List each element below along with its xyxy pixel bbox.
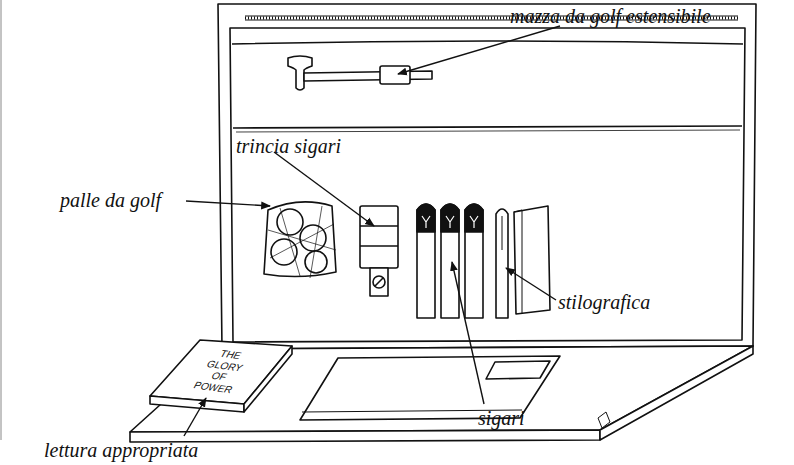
cigar-band xyxy=(422,216,478,228)
lid-outline xyxy=(218,4,756,349)
pocket-flap xyxy=(232,41,743,44)
holder-fold xyxy=(514,210,522,314)
card-holder xyxy=(514,206,550,314)
lid-panel xyxy=(230,28,745,342)
golf-club xyxy=(288,56,432,90)
pen-body xyxy=(496,209,508,318)
part-label: palle da golf xyxy=(60,190,161,210)
pen-clip xyxy=(502,216,503,250)
page-edge xyxy=(1,0,2,440)
case-base xyxy=(130,346,753,442)
club-shaft xyxy=(304,71,432,81)
book-title: THE GLORY OF POWER xyxy=(187,346,258,396)
golf-ball xyxy=(277,209,303,235)
cutter-screw xyxy=(373,276,385,288)
part-label: mazza da golf estensibile xyxy=(510,6,711,26)
club-sleeve xyxy=(380,66,410,84)
holder-front xyxy=(514,206,550,314)
book-pages xyxy=(150,396,244,412)
cutter-blade xyxy=(360,225,398,227)
leader-line xyxy=(184,398,206,436)
leader-line xyxy=(398,26,560,74)
leader-line xyxy=(452,262,484,404)
cutter-blade xyxy=(360,245,398,247)
book xyxy=(150,340,292,412)
part-label: sigari xyxy=(478,408,525,428)
pocket-edge xyxy=(236,130,740,132)
cutter-body xyxy=(360,206,398,268)
cigars xyxy=(417,204,483,318)
base-top xyxy=(130,346,753,432)
golf-ball xyxy=(305,251,327,273)
golf-balls xyxy=(264,202,336,278)
part-label: lettura appropriata xyxy=(44,440,198,460)
leader-line xyxy=(506,268,556,300)
book-spine xyxy=(244,346,292,412)
case-lid xyxy=(218,4,756,349)
net xyxy=(268,206,336,278)
zipper-pull xyxy=(598,412,610,428)
golf-ball xyxy=(300,225,326,251)
leader-line xyxy=(186,201,270,206)
base-front xyxy=(130,430,600,442)
cutter-base xyxy=(370,268,388,296)
cutter-screw xyxy=(375,278,383,286)
base-side xyxy=(600,346,753,440)
part-label: stilografica xyxy=(558,292,650,312)
fountain-pen xyxy=(496,209,508,318)
card xyxy=(486,361,550,379)
leader-lines xyxy=(184,26,560,436)
leader-line xyxy=(274,152,374,226)
pocket-edge xyxy=(233,126,742,128)
part-label: trincia sigari xyxy=(236,136,341,156)
